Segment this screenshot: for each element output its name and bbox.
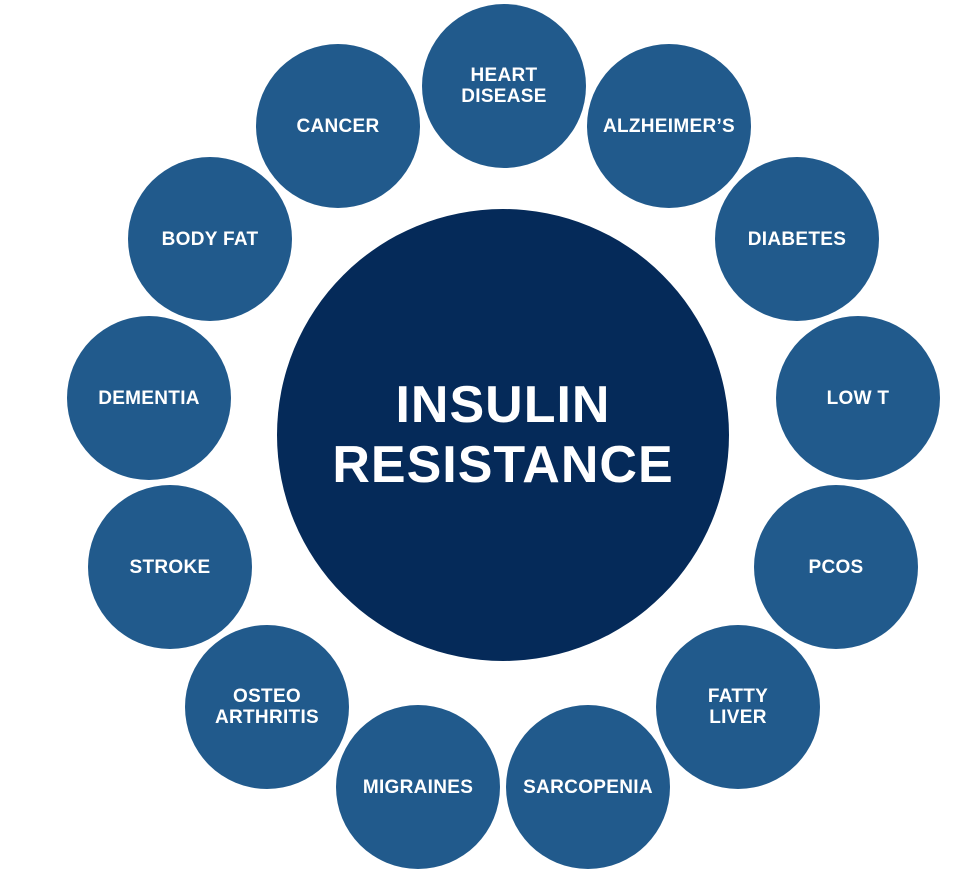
circle-dementia: DEMENTIA — [67, 316, 231, 480]
label-migraines: MIGRAINES — [362, 776, 474, 798]
circle-body-fat: BODY FAT — [128, 157, 292, 321]
circle-osteoarthritis: OSTEO ARTHRITIS — [185, 625, 349, 789]
label-diabetes: DIABETES — [747, 228, 847, 250]
center-label-line1: INSULIN — [395, 376, 611, 434]
center-label-line2: RESISTANCE — [332, 436, 674, 494]
label-fatty-liver: FATTY LIVER — [708, 686, 768, 728]
label-dementia: DEMENTIA — [98, 387, 200, 409]
circle-low-t: LOW T — [776, 316, 940, 480]
circle-stroke: STROKE — [88, 485, 252, 649]
label-alzheimers: ALZHEIMER’S — [602, 115, 736, 137]
label-cancer: CANCER — [296, 115, 380, 137]
circle-alzheimers: ALZHEIMER’S — [587, 44, 751, 208]
label-osteoarthritis-line2: ARTHRITIS — [214, 707, 320, 728]
label-stroke: STROKE — [129, 556, 211, 578]
circle-pcos: PCOS — [754, 485, 918, 649]
label-heart-disease: HEART DISEASE — [461, 65, 547, 107]
circle-migraines: MIGRAINES — [336, 705, 500, 869]
label-sarcopenia: SARCOPENIA — [523, 776, 653, 798]
label-low-t: LOW T — [826, 387, 890, 409]
circle-diabetes: DIABETES — [715, 157, 879, 321]
center-label: INSULIN RESISTANCE — [332, 375, 673, 495]
circle-sarcopenia: SARCOPENIA — [506, 705, 670, 869]
label-pcos: PCOS — [808, 556, 864, 578]
label-osteoarthritis: OSTEO ARTHRITIS — [215, 686, 319, 728]
label-heart-disease-line2: DISEASE — [461, 86, 547, 107]
label-body-fat: BODY FAT — [161, 228, 259, 250]
center-circle: INSULIN RESISTANCE — [277, 209, 729, 661]
circle-heart-disease: HEART DISEASE — [422, 4, 586, 168]
label-osteoarthritis-line1: OSTEO — [232, 686, 301, 707]
label-fatty-liver-line1: FATTY — [707, 686, 769, 707]
circle-fatty-liver: FATTY LIVER — [656, 625, 820, 789]
label-heart-disease-line1: HEART — [470, 65, 538, 86]
circle-cancer: CANCER — [256, 44, 420, 208]
label-fatty-liver-line2: LIVER — [709, 707, 767, 728]
